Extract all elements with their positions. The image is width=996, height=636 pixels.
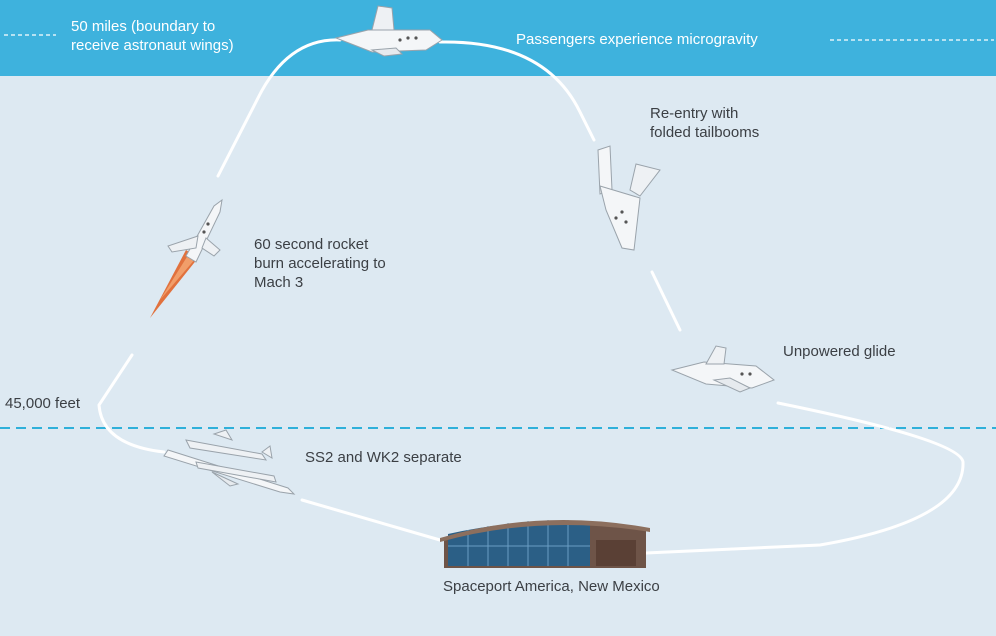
reentry-label: Re-entry with folded tailbooms bbox=[650, 105, 760, 141]
feathered-spaceship-icon bbox=[597, 145, 661, 251]
separate-label: SS2 and WK2 separate bbox=[305, 449, 462, 466]
carrier-aircraft-icon bbox=[163, 429, 296, 495]
space-band bbox=[0, 0, 996, 76]
glide-label: Unpowered glide bbox=[783, 343, 896, 360]
spaceport-building-icon bbox=[440, 520, 650, 568]
gliding-spaceship-icon bbox=[670, 345, 776, 393]
flight-path bbox=[97, 38, 965, 555]
microgravity-label: Passengers experience microgravity bbox=[516, 31, 758, 48]
altitude-45k-label: 45,000 feet bbox=[5, 395, 81, 412]
rocket-burn-label: 60 second rocket burn accelerating to Ma… bbox=[254, 236, 386, 291]
rocket-plume-spaceship-icon bbox=[150, 198, 223, 318]
spaceport-label: Spaceport America, New Mexico bbox=[443, 578, 660, 595]
spaceship-icon bbox=[334, 5, 443, 57]
boundary-label: 50 miles (boundary to receive astronaut … bbox=[71, 18, 234, 54]
